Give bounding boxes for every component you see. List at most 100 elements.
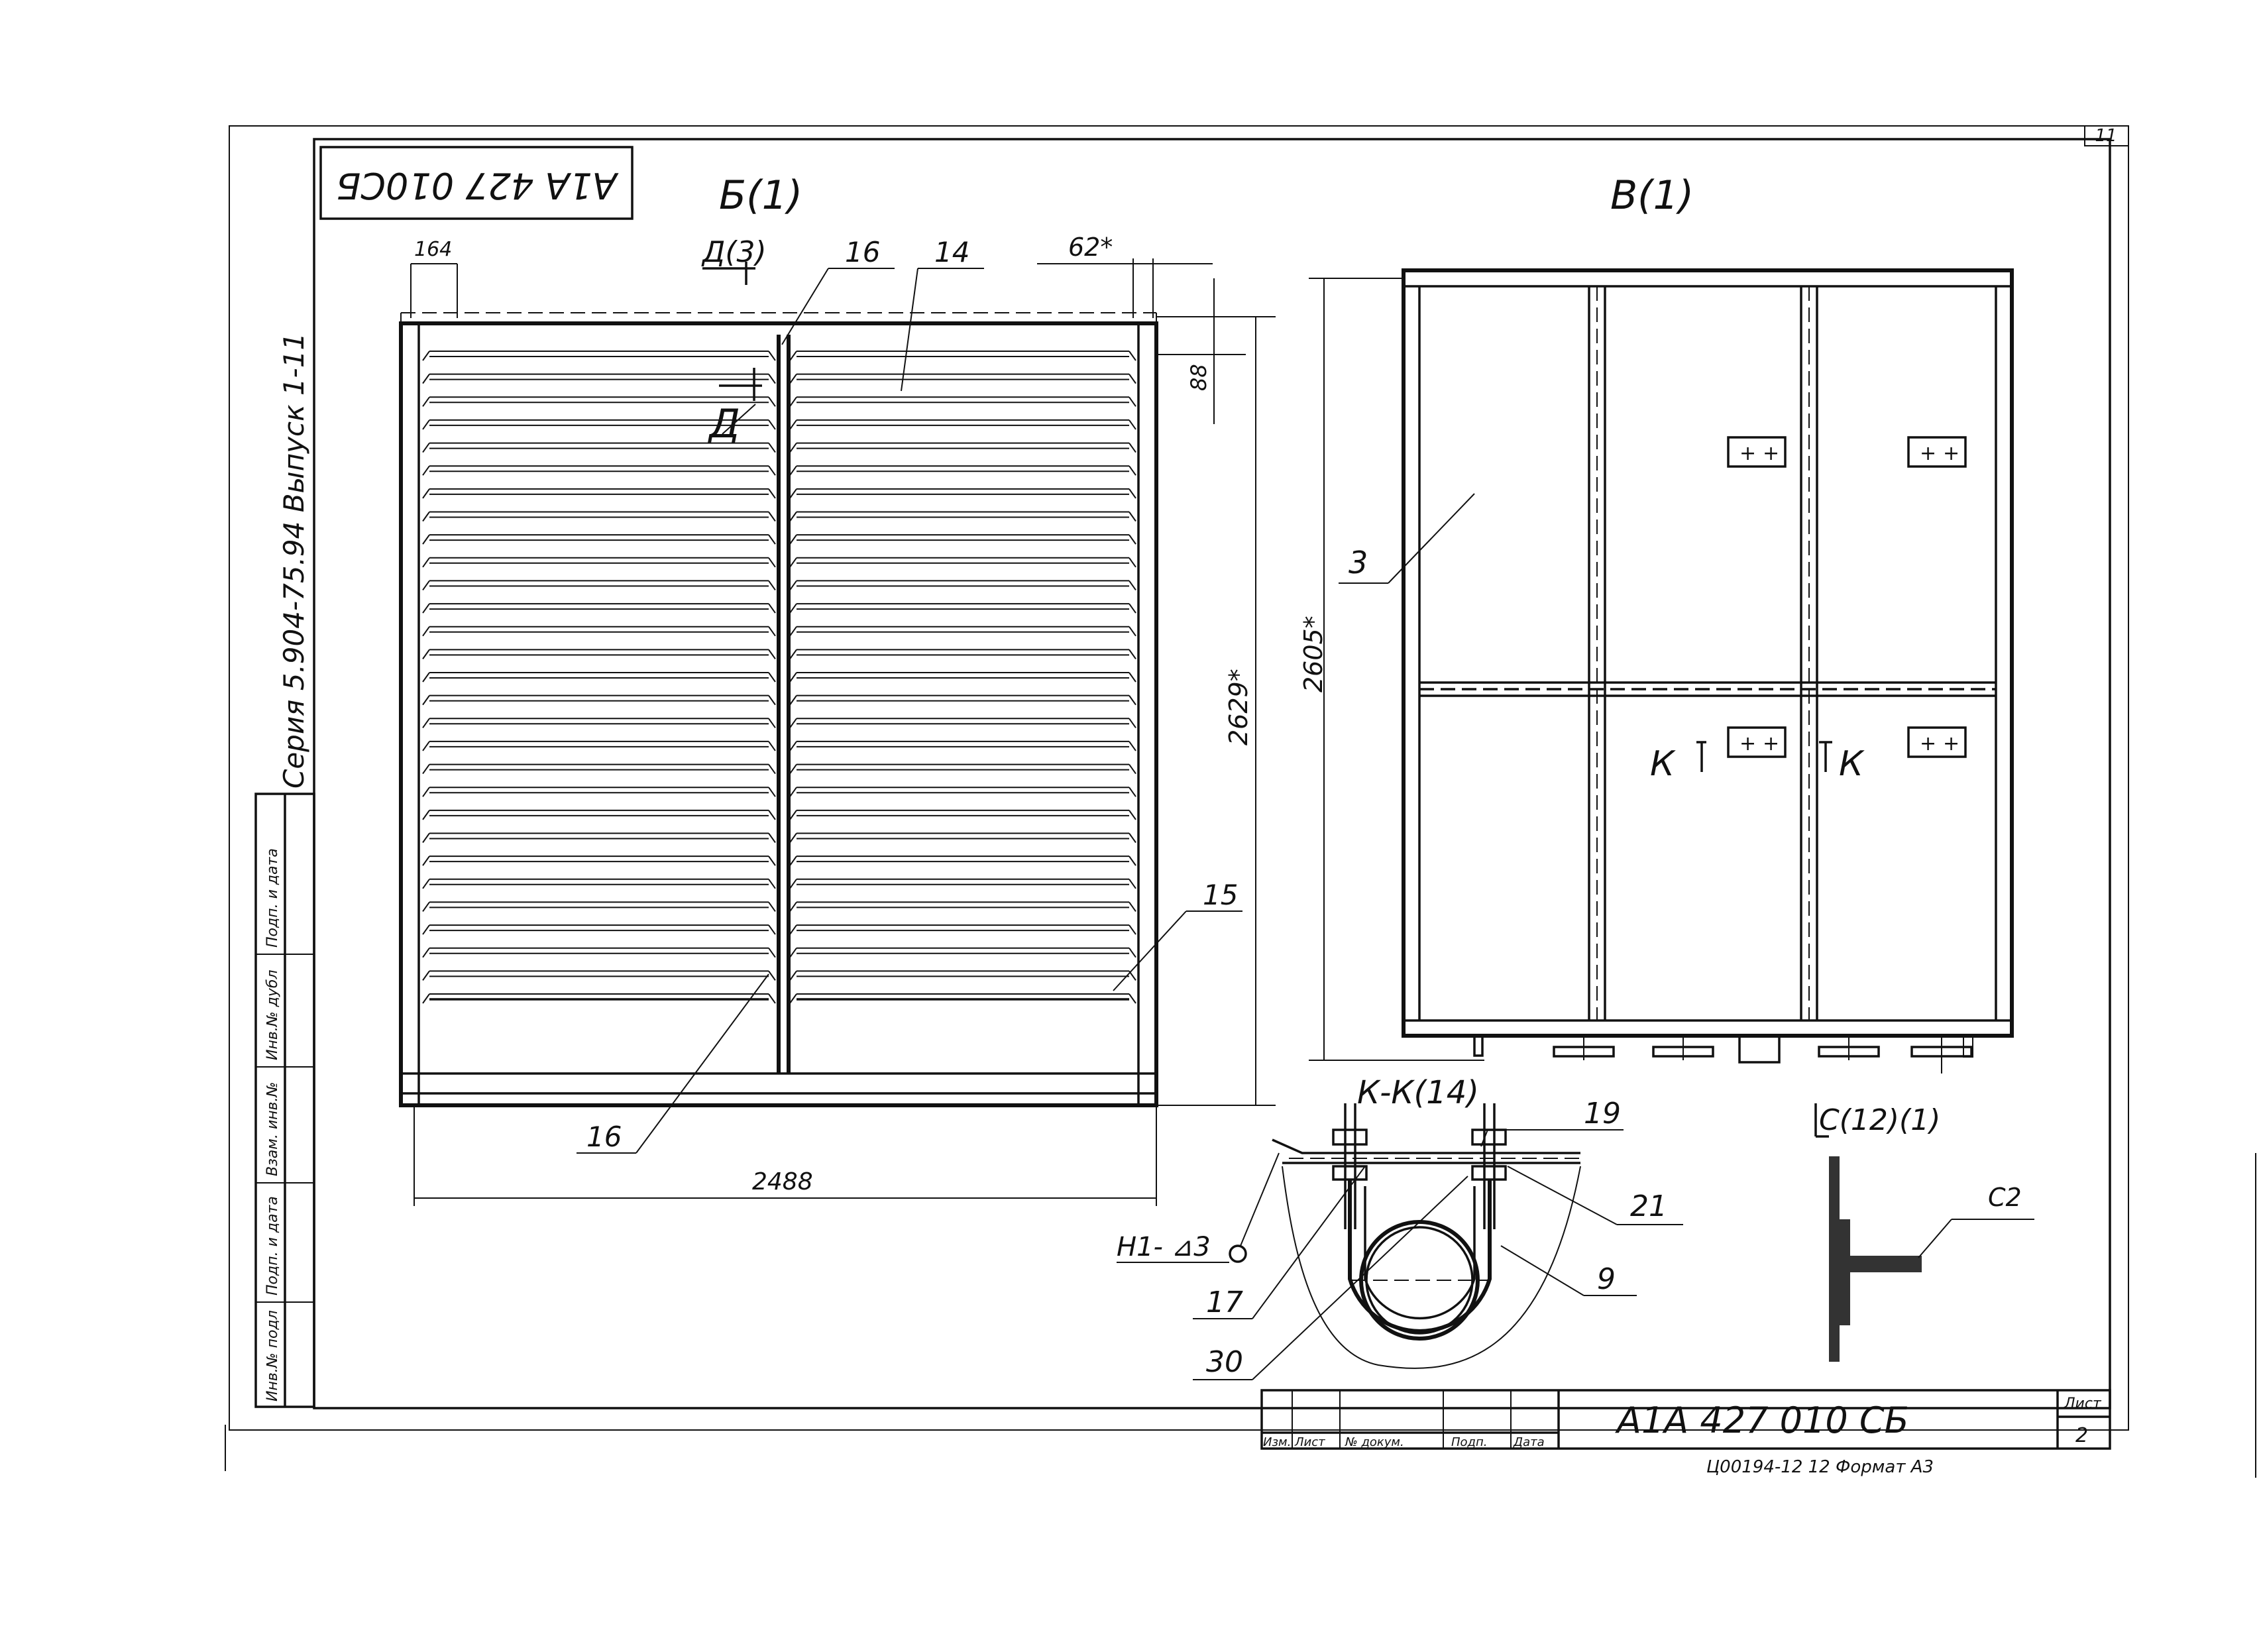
tb-col-podp: Подп. — [1451, 1435, 1487, 1449]
side-col-2: Подп. и дата — [264, 1196, 281, 1295]
callout-3: 3 — [1349, 545, 1368, 580]
footer-format: Ц00194-12 12 Формат А3 — [1706, 1457, 1934, 1477]
title-block: Изм. Лист № докум. Подп. Дата А1А 427 01… — [1260, 1389, 2111, 1477]
louver-slat — [789, 970, 1136, 981]
louver-slat — [789, 832, 1136, 844]
outer-frame — [229, 125, 2129, 1431]
louver-slat — [422, 694, 776, 706]
view-v-frame — [1402, 268, 2014, 1038]
tb-col-dokum: № докум. — [1345, 1435, 1404, 1449]
view-b-frame — [399, 321, 1158, 1107]
section-kk: К-К(14) Н1- ⊿3 19 21 9 — [1117, 1074, 1683, 1380]
louver-slat — [422, 740, 776, 751]
corner-sheet-number: 11 — [2095, 126, 2117, 146]
louver-slat — [422, 763, 776, 775]
series-side-text: Серия 5.904-75.94 Выпуск 1-11 — [278, 333, 310, 789]
sheet-label: Лист — [2064, 1396, 2102, 1412]
view-v: В(1) ++ ++ ++ ++ — [1299, 172, 2014, 1074]
callout-14: 14 — [934, 236, 969, 268]
louver-slat — [789, 740, 1136, 751]
u-bolt — [1348, 1180, 1492, 1333]
section-kk-title: К-К(14) — [1357, 1074, 1479, 1111]
louver-slat — [422, 809, 776, 820]
louver-slat — [789, 557, 1136, 568]
louver-slat — [422, 787, 776, 797]
louver-slat — [789, 718, 1136, 728]
louver-slat — [789, 603, 1136, 614]
section-k-right: К — [1839, 744, 1865, 784]
louver-slat — [422, 901, 776, 912]
louver-slat — [789, 580, 1136, 591]
section-letter-d: Д — [707, 401, 740, 447]
dim-62: 62* — [1068, 233, 1113, 262]
callout-9: 9 — [1597, 1262, 1616, 1296]
tb-col-data: Дата — [1513, 1435, 1545, 1449]
louver-slat — [789, 763, 1136, 775]
louver-slat — [422, 878, 776, 889]
louver-slat — [422, 924, 776, 935]
clamp-plates: ++ ++ ++ ++ — [1727, 436, 1967, 758]
louver-slat — [422, 649, 776, 659]
louver-slat — [789, 694, 1136, 706]
tb-col-list: Лист — [1294, 1435, 1325, 1449]
detail-c-title: С(12)(1) — [1819, 1103, 1940, 1137]
dim-2605: 2605* — [1299, 616, 1328, 692]
louver-slat — [789, 511, 1136, 522]
callout-17: 17 — [1206, 1286, 1243, 1319]
callout-21: 21 — [1630, 1189, 1667, 1223]
section-k-left: К — [1650, 744, 1676, 784]
svg-text:+: + — [1739, 732, 1756, 755]
louver-slats — [422, 351, 1136, 1004]
louver-slat — [789, 901, 1136, 912]
louver-slat — [789, 419, 1136, 430]
louver-slat — [422, 488, 776, 499]
louver-slat — [789, 924, 1136, 935]
top-stamp: А1А 427 010СБ — [336, 164, 618, 206]
callout-15: 15 — [1203, 879, 1238, 911]
louver-slat — [789, 672, 1136, 683]
louver-slat — [422, 626, 776, 637]
louver-slat — [789, 878, 1136, 889]
louver-slat — [789, 351, 1136, 361]
louver-slat — [422, 580, 776, 591]
louver-slat — [422, 396, 776, 407]
view-v-title: В(1) — [1610, 172, 1694, 219]
detail-c: С(12)(1) С2 — [1814, 1103, 2034, 1362]
view-b-title: Б(1) — [719, 172, 802, 219]
louver-slat — [789, 787, 1136, 797]
side-col-5: Подп. и дата — [264, 848, 281, 948]
louver-slat — [422, 855, 776, 866]
louver-slat — [422, 603, 776, 614]
dim-2488: 2488 — [752, 1168, 813, 1195]
louver-slat — [789, 488, 1136, 499]
louver-slat — [422, 373, 776, 384]
louver-slat — [422, 947, 776, 958]
callout-19: 19 — [1584, 1097, 1621, 1130]
callout-30: 30 — [1206, 1345, 1243, 1379]
section-mark-d3: Д(3) — [701, 235, 767, 269]
louver-slat — [789, 373, 1136, 384]
louver-slat — [789, 626, 1136, 637]
side-approval-table: Инв.№ подл Подп. и дата Взам. инв.№ Инв.… — [254, 793, 315, 1408]
louver-slat — [789, 809, 1136, 820]
side-col-4: Инв.№ дубл — [264, 969, 281, 1060]
doc-code: А1А 427 010 СБ — [1615, 1400, 1909, 1441]
svg-text:+: + — [1943, 732, 1959, 755]
louver-slat — [422, 534, 776, 545]
svg-text:+: + — [1920, 442, 1936, 465]
top-stamp-box — [319, 146, 634, 220]
svg-text:+: + — [1943, 442, 1959, 465]
louver-slat — [789, 465, 1136, 476]
sheet-number: 2 — [2075, 1424, 2088, 1447]
louver-slat — [422, 351, 776, 361]
svg-text:+: + — [1739, 442, 1756, 465]
louver-slat — [422, 419, 776, 430]
louver-slat — [789, 947, 1136, 958]
louver-slat — [422, 832, 776, 844]
side-col-3: Взам. инв.№ — [264, 1082, 281, 1176]
dim-2629: 2629* — [1224, 669, 1253, 745]
corner-sheet-box — [2084, 125, 2129, 146]
louver-slat — [422, 718, 776, 728]
view-b: Б(1) Д(3) 164 62* 88 — [399, 172, 1276, 1206]
